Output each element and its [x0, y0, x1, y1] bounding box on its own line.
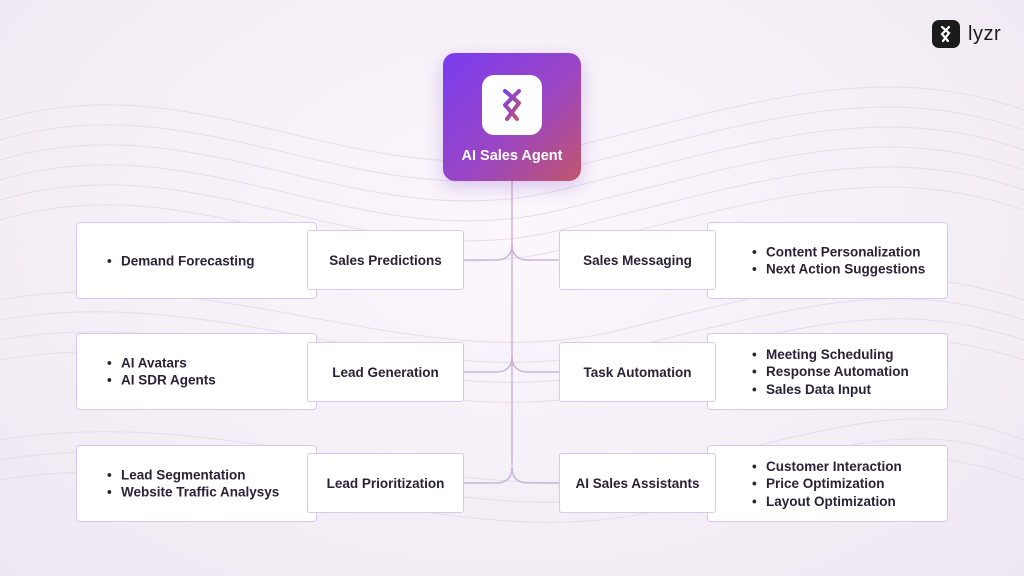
- list-item: Response Automation: [752, 363, 909, 381]
- list-item: AI SDR Agents: [107, 372, 216, 390]
- list-item: Next Action Suggestions: [752, 261, 925, 279]
- left-card-1: Demand Forecasting: [76, 222, 317, 299]
- list-item: AI Avatars: [107, 354, 216, 372]
- left-card-2: AI Avatars AI SDR Agents: [76, 333, 317, 410]
- branch-label-task-automation: Task Automation: [559, 342, 716, 402]
- connector-left-1: [464, 243, 513, 261]
- brand-name: lyzr: [968, 22, 1002, 45]
- list-item: Customer Interaction: [752, 457, 902, 475]
- list-item: Website Traffic Analysys: [107, 484, 279, 502]
- hub-title: AI Sales Agent: [461, 148, 563, 164]
- connector-right-3: [511, 466, 559, 484]
- connector-right-2: [511, 355, 559, 373]
- lyzr-logo-icon: [482, 75, 542, 135]
- branch-label-lead-prioritization: Lead Prioritization: [307, 453, 464, 513]
- branch-label-lead-generation: Lead Generation: [307, 342, 464, 402]
- list-item: Lead Segmentation: [107, 466, 279, 484]
- branch-label-sales-messaging: Sales Messaging: [559, 230, 716, 290]
- list-item: Sales Data Input: [752, 380, 909, 398]
- branch-label-sales-predictions: Sales Predictions: [307, 230, 464, 290]
- right-card-3: Customer Interaction Price Optimization …: [707, 445, 948, 522]
- left-card-3: Lead Segmentation Website Traffic Analys…: [76, 445, 317, 522]
- brand-logo: lyzr: [932, 20, 1001, 48]
- connector-left-2: [464, 355, 513, 373]
- hub-node: AI Sales Agent: [443, 53, 581, 181]
- lyzr-logo-icon: [932, 20, 960, 48]
- right-card-1: Content Personalization Next Action Sugg…: [707, 222, 948, 299]
- list-item: Layout Optimization: [752, 492, 902, 510]
- list-item: Price Optimization: [752, 475, 902, 493]
- list-item: Demand Forecasting: [107, 252, 255, 270]
- right-card-2: Meeting Scheduling Response Automation S…: [707, 333, 948, 410]
- list-item: Meeting Scheduling: [752, 345, 909, 363]
- connector-left-3: [464, 466, 513, 484]
- connector-right-1: [511, 243, 559, 261]
- list-item: Content Personalization: [752, 243, 925, 261]
- branch-label-ai-sales-assistants: AI Sales Assistants: [559, 453, 716, 513]
